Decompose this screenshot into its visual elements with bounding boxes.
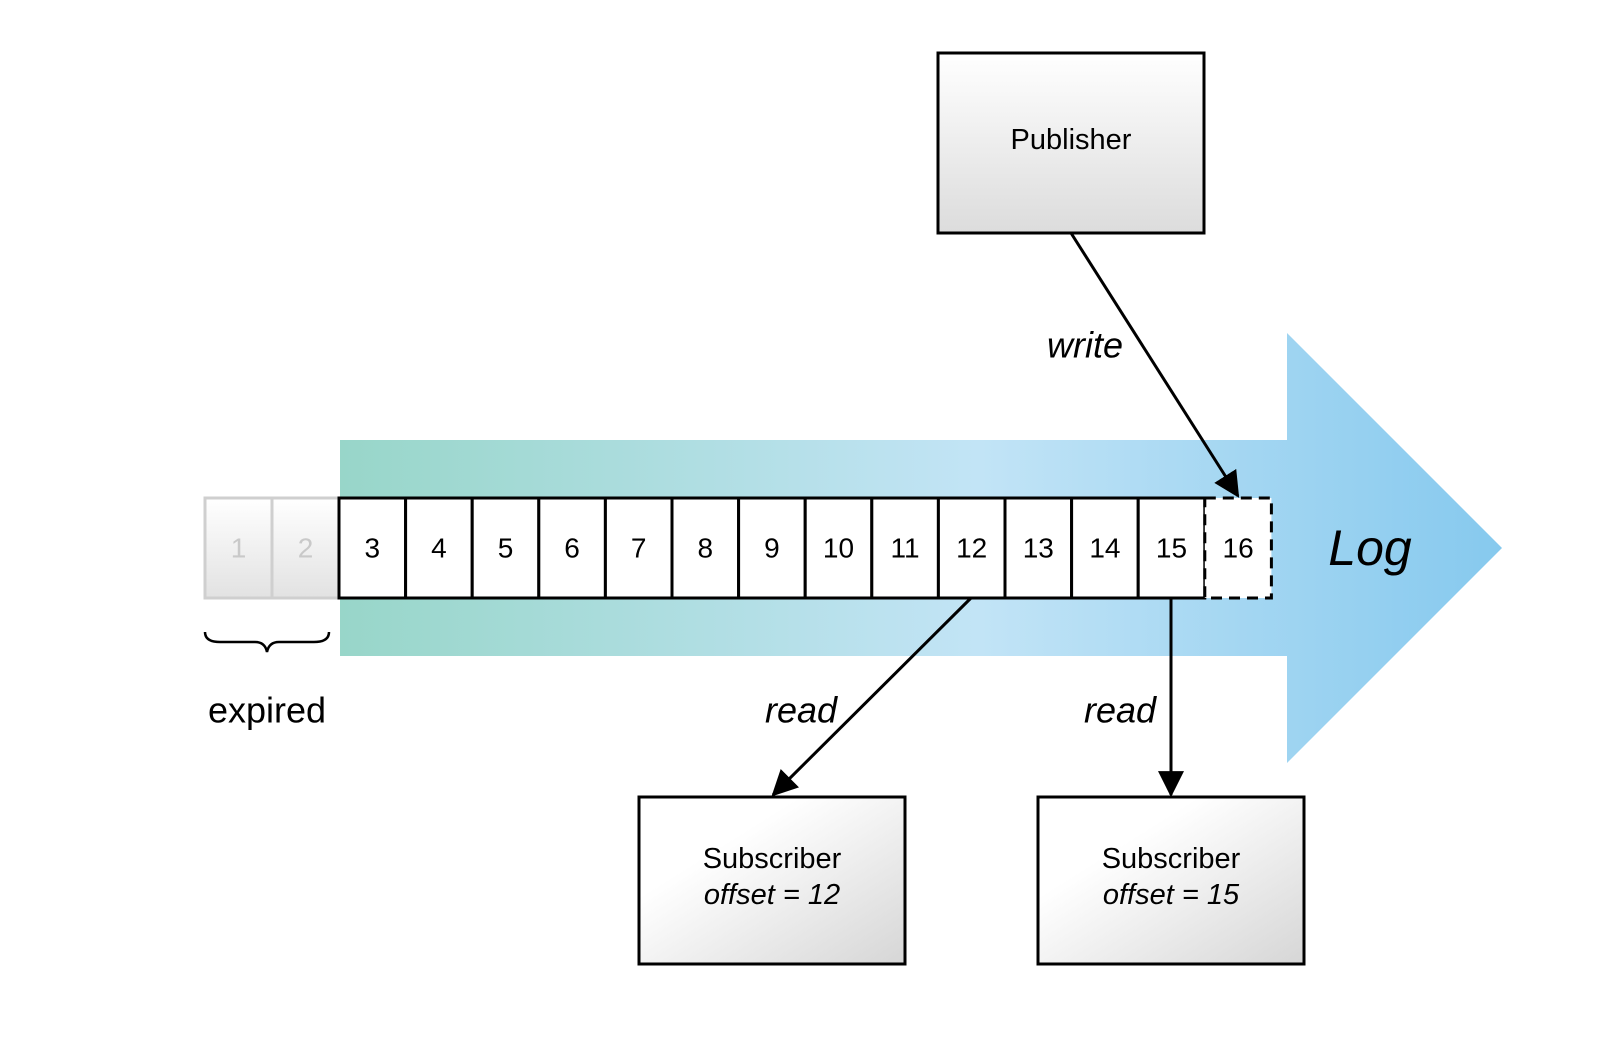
log-cell <box>537 496 607 600</box>
subscriber-box-1 <box>637 795 907 966</box>
subscriber-offset-1: offset = 12 <box>704 879 840 911</box>
log-cell-pending <box>1203 496 1273 600</box>
log-cell-label: 10 <box>823 533 854 564</box>
log-cell-label: 9 <box>764 533 780 564</box>
expired-cells: 1 2 <box>203 496 341 600</box>
log-cell-label: 14 <box>1089 533 1120 564</box>
write-arrow <box>1069 232 1240 498</box>
pending-cell-label: 16 <box>1223 533 1254 564</box>
log-cell-label: 13 <box>1023 533 1054 564</box>
log-cell <box>470 496 541 600</box>
read-label-1: read <box>765 690 838 731</box>
expired-cell-label: 1 <box>231 533 247 564</box>
subscriber-label-2: Subscriber <box>1102 843 1241 875</box>
log-cell-label: 8 <box>698 533 714 564</box>
log-cell-label: 7 <box>631 533 647 564</box>
log-cell <box>1070 496 1140 600</box>
expired-cell-label: 2 <box>298 533 314 564</box>
log-cell-label: 15 <box>1156 533 1187 564</box>
subscriber-box-2 <box>1036 795 1306 966</box>
read-arrow-1 <box>771 596 973 797</box>
log-cell <box>803 496 874 600</box>
log-cells: 3 4 5 6 7 8 9 10 11 12 13 14 15 <box>337 496 1207 600</box>
log-cell <box>737 496 807 600</box>
expired-brace-icon <box>203 631 331 653</box>
log-cell-expired <box>270 496 341 600</box>
subscriber-label-1: Subscriber <box>703 843 842 875</box>
log-cell-label: 12 <box>956 533 987 564</box>
expired-label: expired <box>208 690 326 731</box>
subscriber-offset-2: offset = 15 <box>1103 879 1240 911</box>
log-cell <box>1003 496 1074 600</box>
log-cell <box>670 496 741 600</box>
log-cell-label: 6 <box>564 533 580 564</box>
log-label: Log <box>1328 520 1412 576</box>
log-cell <box>936 496 1007 600</box>
log-cell-label: 11 <box>891 533 920 564</box>
log-cell-label: 4 <box>431 533 447 564</box>
write-label: write <box>1047 325 1123 366</box>
log-cell-label: 5 <box>498 533 514 564</box>
read-label-2: read <box>1084 690 1157 731</box>
log-cell <box>870 496 940 600</box>
log-cell <box>1136 496 1207 600</box>
log-cell-label: 3 <box>365 533 381 564</box>
log-cell <box>603 496 674 600</box>
publisher-label: Publisher <box>1011 124 1132 156</box>
